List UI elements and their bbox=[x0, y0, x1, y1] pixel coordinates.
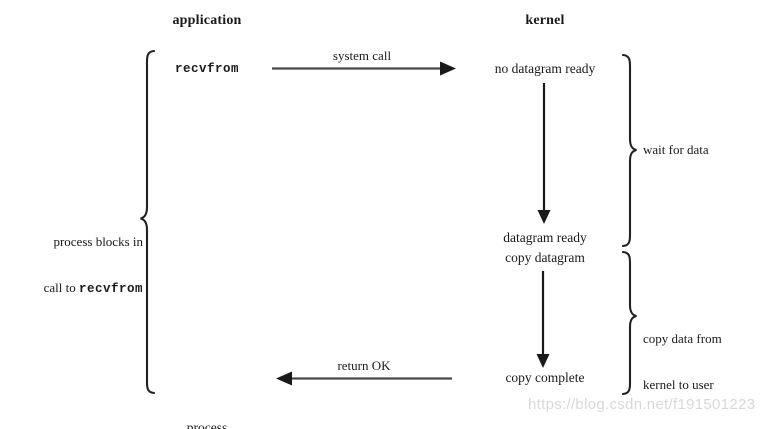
kernel-state-datagram-ready: datagram ready bbox=[503, 230, 587, 245]
kernel-wait-arrow bbox=[537, 83, 551, 224]
kernel-state-copy-datagram: copy datagram bbox=[505, 250, 585, 265]
kernel-state-copy-complete: copy complete bbox=[505, 370, 585, 385]
copy-data-brace bbox=[621, 250, 637, 396]
column-header-kernel: kernel bbox=[525, 13, 565, 28]
phase-label-wait-for-data: wait for data bbox=[643, 142, 709, 157]
wait-for-data-brace bbox=[621, 53, 637, 248]
application-blocking-label-line1: process blocks in bbox=[53, 233, 143, 249]
phase-label-copy-data: copy data from kernel to user bbox=[643, 300, 722, 423]
phase-label-copy-data-line1: copy data from bbox=[643, 330, 722, 346]
kernel-state-no-datagram-ready: no datagram ready bbox=[494, 61, 596, 76]
application-blocking-label: process blocks in call to recvfrom bbox=[17, 203, 143, 327]
column-header-application: application bbox=[172, 13, 242, 28]
application-blocking-label-prefix: call to bbox=[43, 279, 79, 295]
application-recvfrom-call: recvfrom bbox=[174, 62, 240, 76]
kernel-copy-arrow bbox=[536, 271, 550, 368]
return-ok-arrow-label: return OK bbox=[337, 358, 391, 373]
application-process-datagram: process datagram bbox=[182, 388, 232, 429]
phase-label-copy-data-line2: kernel to user bbox=[643, 376, 714, 392]
watermark: https://blog.csdn.net/f191501223 bbox=[528, 396, 756, 413]
system-call-arrow-label: system call bbox=[332, 48, 392, 63]
system-call-arrow bbox=[272, 61, 456, 76]
application-blocking-label-line2: call to recvfrom bbox=[17, 280, 143, 297]
return-ok-arrow bbox=[276, 371, 452, 386]
application-process-datagram-line1: process bbox=[186, 419, 228, 429]
application-blocking-label-recvfrom: recvfrom bbox=[78, 281, 143, 296]
